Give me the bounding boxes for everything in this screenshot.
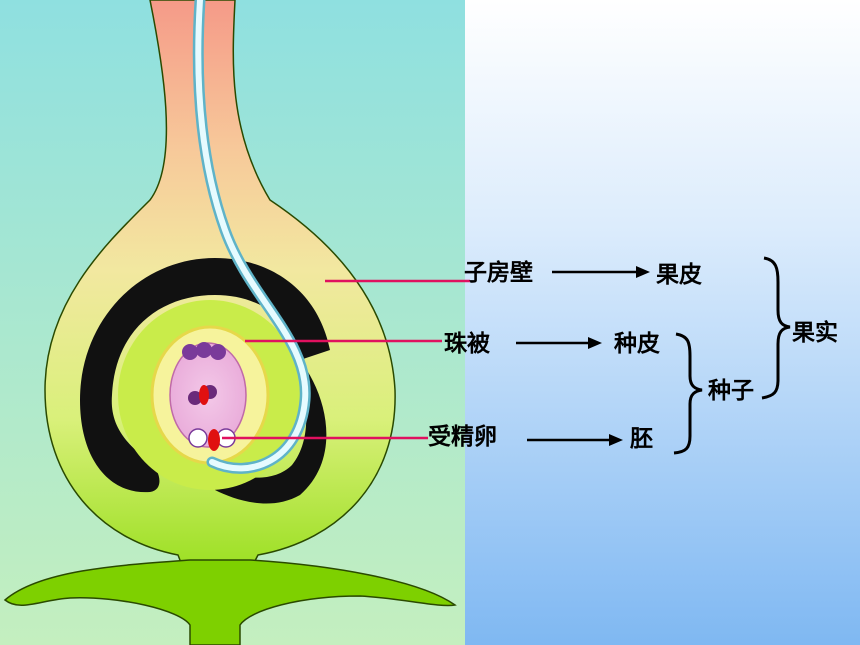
receptacle	[3, 559, 457, 645]
ovule-outer-layer	[80, 258, 330, 493]
ovule-outer-layer-right	[215, 360, 327, 504]
antipodal-cells	[182, 342, 226, 360]
fertilized-egg-cell	[208, 429, 220, 451]
central-cell-nuclei	[188, 385, 217, 405]
brace-fruit	[761, 256, 791, 400]
arrow-integument-to-seed-coat	[516, 337, 602, 349]
brace-seed	[673, 332, 703, 455]
arrow-ovary-wall-to-pericarp	[552, 266, 650, 278]
label-fertilized-egg: 受精卵	[428, 424, 497, 450]
label-ovary-wall: 子房壁	[464, 260, 533, 286]
right-background	[465, 0, 860, 645]
label-integument: 珠被	[444, 331, 490, 357]
label-seed-coat: 种皮	[614, 331, 660, 357]
label-pericarp: 果皮	[656, 262, 702, 288]
arrow-fertilized-egg-to-embryo	[527, 434, 623, 446]
pollen-tube-core	[195, 0, 309, 472]
label-fruit: 果实	[792, 320, 838, 346]
label-seed: 种子	[708, 378, 754, 404]
label-embryo: 胚	[630, 426, 653, 452]
